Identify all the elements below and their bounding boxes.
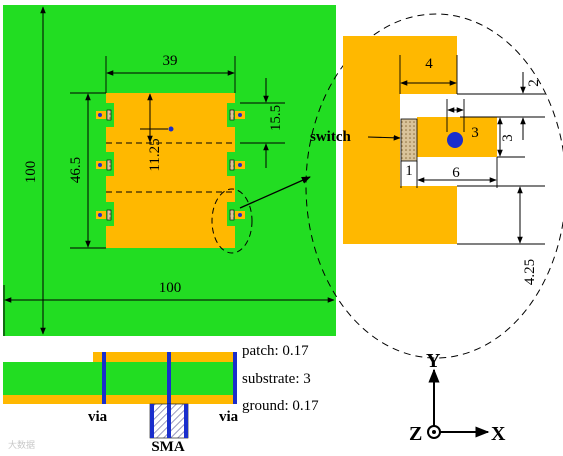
substrate-thickness-label: substrate: 3 — [242, 371, 311, 387]
detail-view: 4 2 3 3 1 6 4.25 switch — [305, 13, 563, 359]
coordinate-axes: Y Z X — [409, 350, 506, 445]
radiating-patch — [106, 93, 235, 248]
patch-thickness-label: patch: 0.17 — [242, 343, 309, 359]
detail-switch — [400, 118, 418, 162]
top-view: 100 100 39 46.5 11.25 15.5 — [3, 5, 336, 336]
detail-switch-width-label: 1 — [405, 163, 413, 179]
side-substrate-layer — [3, 362, 237, 395]
zoom-pointer — [239, 176, 311, 209]
side-via-center — [167, 352, 171, 404]
side-patch-layer — [93, 352, 237, 362]
detail-stub-length-label: 6 — [452, 165, 460, 181]
slot-offset-label: 11.25 — [147, 138, 163, 171]
detail-width-label: 4 — [425, 56, 433, 72]
detail-gap-label: 2 — [526, 79, 542, 87]
patch-width-label: 39 — [163, 53, 178, 69]
sma-label: SMA — [151, 439, 185, 455]
side-via-right — [233, 352, 237, 404]
detail-ellipse — [305, 13, 563, 359]
sma-pin — [167, 404, 171, 438]
via-right-label: via — [219, 409, 239, 425]
zoom-marker — [211, 188, 253, 254]
side-via-left — [102, 352, 106, 404]
y-axis-label: Y — [426, 350, 441, 372]
detail-lower-gap-label: 4.25 — [522, 259, 538, 285]
side-ground-layer — [3, 395, 237, 404]
stub-vias — [98, 113, 242, 217]
detail-switch-label: switch — [310, 129, 351, 145]
ground-thickness-label: ground: 0.17 — [242, 398, 319, 414]
board-width-label: 100 — [159, 280, 182, 296]
x-axis-label: X — [491, 423, 506, 445]
side-view: patch: 0.17 substrate: 3 ground: 0.17 vi… — [3, 343, 319, 455]
feed-point — [168, 126, 174, 132]
detail-via — [447, 132, 463, 148]
watermark: 大数据 — [8, 439, 35, 450]
patch-height-label: 46.5 — [68, 157, 84, 183]
detail-stub-height-label: 3 — [500, 134, 516, 142]
via-left-label: via — [88, 409, 108, 425]
detail-via-label: 3 — [471, 125, 479, 141]
board-height-label: 100 — [23, 161, 39, 184]
stub-spacing-label: 15.5 — [268, 105, 284, 131]
z-axis-label: Z — [409, 423, 422, 445]
